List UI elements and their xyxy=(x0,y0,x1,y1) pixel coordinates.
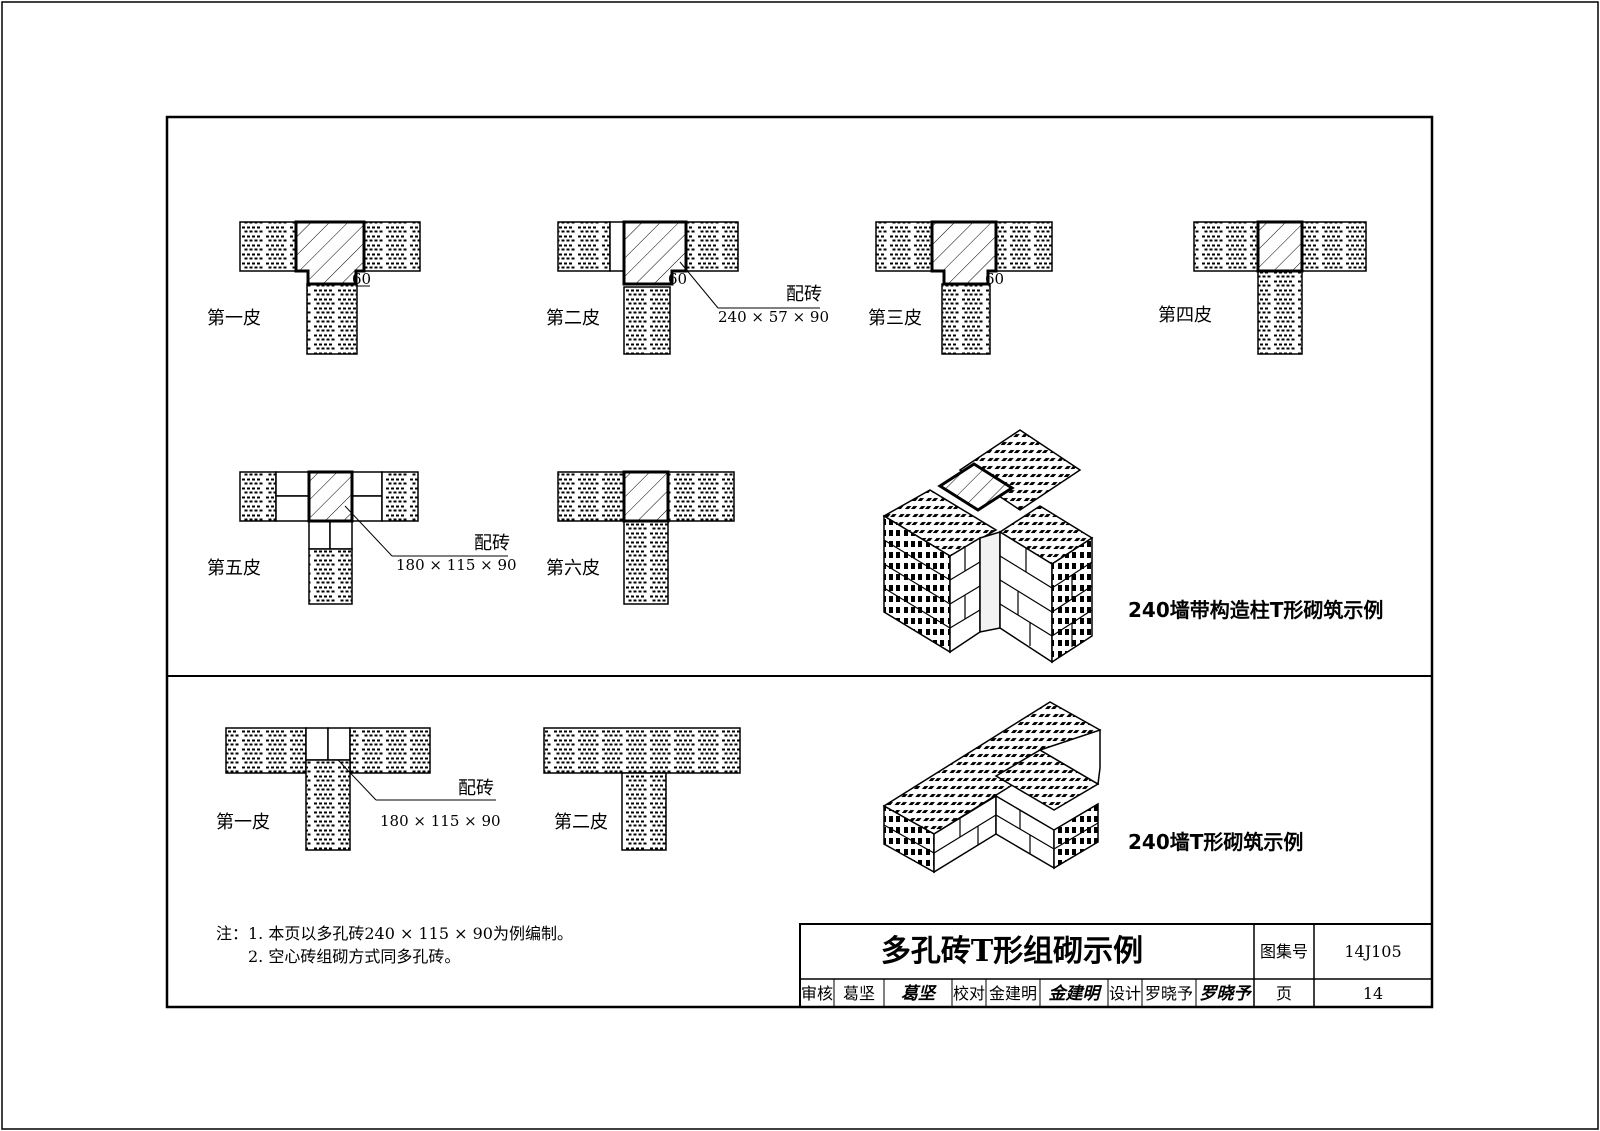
note-size: 240 × 57 × 90 xyxy=(718,308,829,326)
plan-course-1: 60 第一皮 xyxy=(207,220,421,355)
atlas-number: 14J105 xyxy=(1344,942,1401,961)
brick-wall-right xyxy=(363,221,421,272)
course-label: 第五皮 xyxy=(207,558,261,579)
tie-column xyxy=(307,470,354,523)
review-label: 审核 xyxy=(801,984,833,1003)
leader-line xyxy=(679,261,719,309)
dimension-60: 60 xyxy=(352,270,371,288)
course-label: 第二皮 xyxy=(554,812,608,833)
course-label: 第一皮 xyxy=(207,308,261,329)
leader-line xyxy=(337,759,377,801)
brick-wall-top xyxy=(543,727,741,774)
plan-course-4: 第四皮 xyxy=(1158,220,1367,355)
brick-stem xyxy=(623,286,671,355)
plan2-course-1: 配砖 180 × 115 × 90 第一皮 xyxy=(216,727,501,851)
brick-wall-right xyxy=(381,471,419,522)
reviewer-name: 葛坚 xyxy=(843,984,875,1003)
brick-wall-left xyxy=(239,471,277,522)
plan-course-5: 配砖 180 × 115 × 90 第五皮 xyxy=(207,470,517,605)
brick-wall-right xyxy=(685,221,739,272)
dimension-60: 60 xyxy=(668,270,687,288)
iso-caption-2: 240墙T形砌筑示例 xyxy=(1128,830,1303,854)
plan-course-3: 60 第三皮 xyxy=(868,220,1053,355)
title-block xyxy=(799,923,1433,1008)
notes: 注： 1. 本页以多孔砖240 × 115 × 90为例编制。 2. 空心砖组砌… xyxy=(216,924,573,966)
brick-stem xyxy=(306,283,358,355)
brick-wall-right xyxy=(995,221,1053,272)
design-label: 设计 xyxy=(1109,984,1141,1003)
brick-stem xyxy=(308,548,353,605)
brick-stem xyxy=(305,759,351,851)
course-label: 第二皮 xyxy=(546,308,600,329)
tie-column xyxy=(1256,220,1304,273)
note-size: 180 × 115 × 90 xyxy=(380,812,501,830)
note-title: 配砖 xyxy=(474,533,510,554)
checker-signature: 金建明 xyxy=(1049,984,1103,1004)
course-label: 第三皮 xyxy=(868,308,922,329)
page-number: 14 xyxy=(1363,984,1383,1003)
closer-brick-left-bottom xyxy=(275,495,310,522)
course-label: 第六皮 xyxy=(546,558,600,579)
iso2-face-back-wing xyxy=(1038,728,1101,786)
brick-wall-right xyxy=(1301,221,1367,272)
course-label: 第四皮 xyxy=(1158,305,1212,326)
iso-face-column-recess xyxy=(979,530,1001,633)
plan-course-6: 第六皮 xyxy=(546,470,735,605)
iso-tie-column-top xyxy=(937,462,1015,512)
checker-name: 金建明 xyxy=(989,984,1037,1003)
iso2-course-lines xyxy=(883,810,1099,854)
brick-stem xyxy=(1257,270,1303,355)
closer-brick-right-top xyxy=(351,471,383,497)
designer-signature: 罗晓予 xyxy=(1200,984,1253,1004)
tie-column xyxy=(622,470,670,523)
course-label: 第一皮 xyxy=(216,812,270,833)
notes-prefix: 注： xyxy=(216,924,248,943)
isometric-tee-with-column xyxy=(882,429,1094,664)
brick-stem xyxy=(621,772,667,851)
brick-stem xyxy=(941,283,991,355)
brick-wall-left xyxy=(225,727,307,774)
page-label: 页 xyxy=(1276,984,1292,1003)
brick-stem xyxy=(623,520,669,605)
note-item-2: 2. 空心砖组砌方式同多孔砖。 xyxy=(248,947,460,966)
closer-brick xyxy=(609,221,625,272)
tie-column xyxy=(930,220,998,286)
brick-wall-left xyxy=(557,471,625,522)
sheet-title: 多孔砖T形组砌示例 xyxy=(881,934,1143,969)
title-block-frame xyxy=(799,923,1433,1008)
closer-brick-left-top xyxy=(275,471,310,497)
tie-column xyxy=(294,220,366,286)
note-title: 配砖 xyxy=(458,778,494,799)
brick-wall-right xyxy=(349,727,431,774)
leader-line xyxy=(344,505,393,557)
plan-course-2: 60 配砖 240 × 57 × 90 第二皮 xyxy=(546,220,829,355)
brick-wall-right xyxy=(667,471,735,522)
tie-column xyxy=(622,220,688,286)
brick-wall-left xyxy=(557,221,611,272)
designer-name: 罗晓予 xyxy=(1145,984,1193,1003)
check-label: 校对 xyxy=(953,984,985,1003)
closer-brick-right-bottom xyxy=(351,495,383,522)
brick-wall-left xyxy=(1193,221,1259,272)
closer-brick-stem-left xyxy=(308,520,331,550)
isometric-tee-plain xyxy=(882,701,1102,874)
closer-brick-top-left xyxy=(305,727,329,761)
plan2-course-2: 第二皮 xyxy=(543,727,741,851)
brick-wall-left xyxy=(239,221,297,272)
iso-caption-1: 240墙带构造柱T形砌筑示例 xyxy=(1128,598,1383,622)
atlas-label: 图集号 xyxy=(1260,942,1308,961)
reviewer-signature: 葛坚 xyxy=(901,984,937,1004)
note-title: 配砖 xyxy=(786,284,822,305)
closer-brick-stem-right xyxy=(329,520,353,550)
iso-course-lines xyxy=(883,539,1093,647)
dimension-60: 60 xyxy=(985,270,1004,288)
closer-brick-top-right xyxy=(327,727,351,761)
note-size: 180 × 115 × 90 xyxy=(396,556,517,574)
brick-wall-left xyxy=(875,221,933,272)
note-item-1: 1. 本页以多孔砖240 × 115 × 90为例编制。 xyxy=(248,924,573,943)
